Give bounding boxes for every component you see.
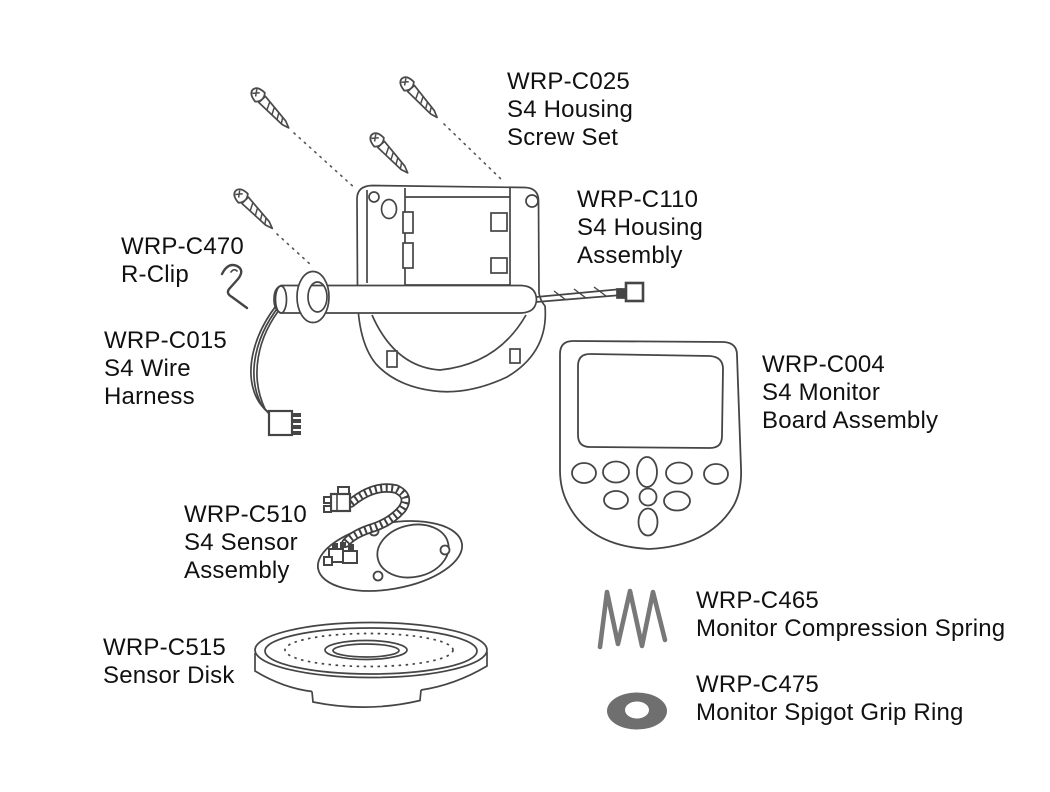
housing-assembly-drawing [273,184,645,393]
part-desc-line: S4 Wire [104,355,191,382]
housing-tabs [402,211,508,274]
screw-icon [366,129,414,179]
part-desc-line: Harness [104,383,195,410]
screw-icon [230,185,278,234]
sensor-cable-connector [323,486,352,513]
part-code: WRP-C110 [577,186,699,213]
sensor-assembly-drawing [316,483,464,592]
monitor-board-drawing [559,340,743,550]
part-code: WRP-C465 [696,587,819,614]
grip-ring [607,692,667,730]
part-desc-line: Sensor Disk [103,662,235,689]
part-code: WRP-C510 [184,501,307,528]
part-label-wrp-c025: WRP-C025 S4 Housing Screw Set [507,68,633,152]
spring-coil [597,588,668,650]
disk-hub [311,689,422,708]
part-desc-line: S4 Housing [577,214,704,241]
part-desc-line: Monitor Spigot Grip Ring [696,699,964,726]
wire-harness-drawing [250,292,301,437]
part-label-wrp-c515: WRP-C515 Sensor Disk [103,634,235,690]
part-label-wrp-c510: WRP-C510 S4 Sensor Assembly [184,501,307,585]
part-label-wrp-c470: WRP-C470 R-Clip [121,233,244,289]
part-desc-line: Monitor Compression Spring [696,615,1006,642]
housing-spigot-tube [273,284,538,314]
sensor-braided-cable [341,483,411,548]
part-desc-line: Assembly [184,557,290,584]
part-desc-line: Board Assembly [762,407,939,434]
grip-ring-drawing [607,692,667,730]
part-code: WRP-C470 [121,233,244,260]
screw-leader-lines [276,123,504,266]
housing-inner-bowl [371,314,527,371]
screw-icon [247,84,295,134]
housing-lower-tabs [386,348,521,368]
disk-dotted-ring [284,632,454,668]
r-clip-drawing [220,263,249,310]
part-desc-line: S4 Monitor [762,379,881,406]
housing-screw-holes [368,191,539,220]
part-desc-line: Assembly [577,242,683,269]
monitor-screen [577,353,724,449]
housing-right-wire [535,281,645,303]
spigot-collar [296,270,330,324]
part-desc-line: R-Clip [121,261,189,288]
part-label-wrp-c004: WRP-C004 S4 Monitor Board Assembly [762,351,938,435]
sensor-plate-opening [376,523,450,579]
screw-set-drawing [230,73,504,266]
compression-spring-drawing [597,588,668,650]
part-desc-line: Screw Set [507,124,619,151]
sensor-disk-drawing [254,621,488,708]
part-label-wrp-c015: WRP-C015 S4 Wire Harness [104,327,227,411]
part-desc-line: S4 Housing [507,96,634,123]
monitor-buttons [571,456,729,537]
disk-rim [254,652,488,693]
part-code: WRP-C004 [762,351,885,378]
part-code: WRP-C025 [507,68,630,95]
sensor-board-connector [323,542,358,566]
part-code: WRP-C515 [103,634,226,661]
right-wire-connector [624,281,645,303]
part-label-wrp-c475: WRP-C475 Monitor Spigot Grip Ring [696,671,964,727]
part-code: WRP-C475 [696,671,819,698]
part-label-wrp-c110: WRP-C110 S4 Housing Assembly [577,186,703,270]
harness-connector [267,409,294,437]
part-desc-line: S4 Sensor [184,529,298,556]
housing-board-bay [404,188,511,286]
part-label-wrp-c465: WRP-C465 Monitor Compression Spring [696,587,1005,643]
screw-icon [396,73,443,123]
part-code: WRP-C015 [104,327,227,354]
